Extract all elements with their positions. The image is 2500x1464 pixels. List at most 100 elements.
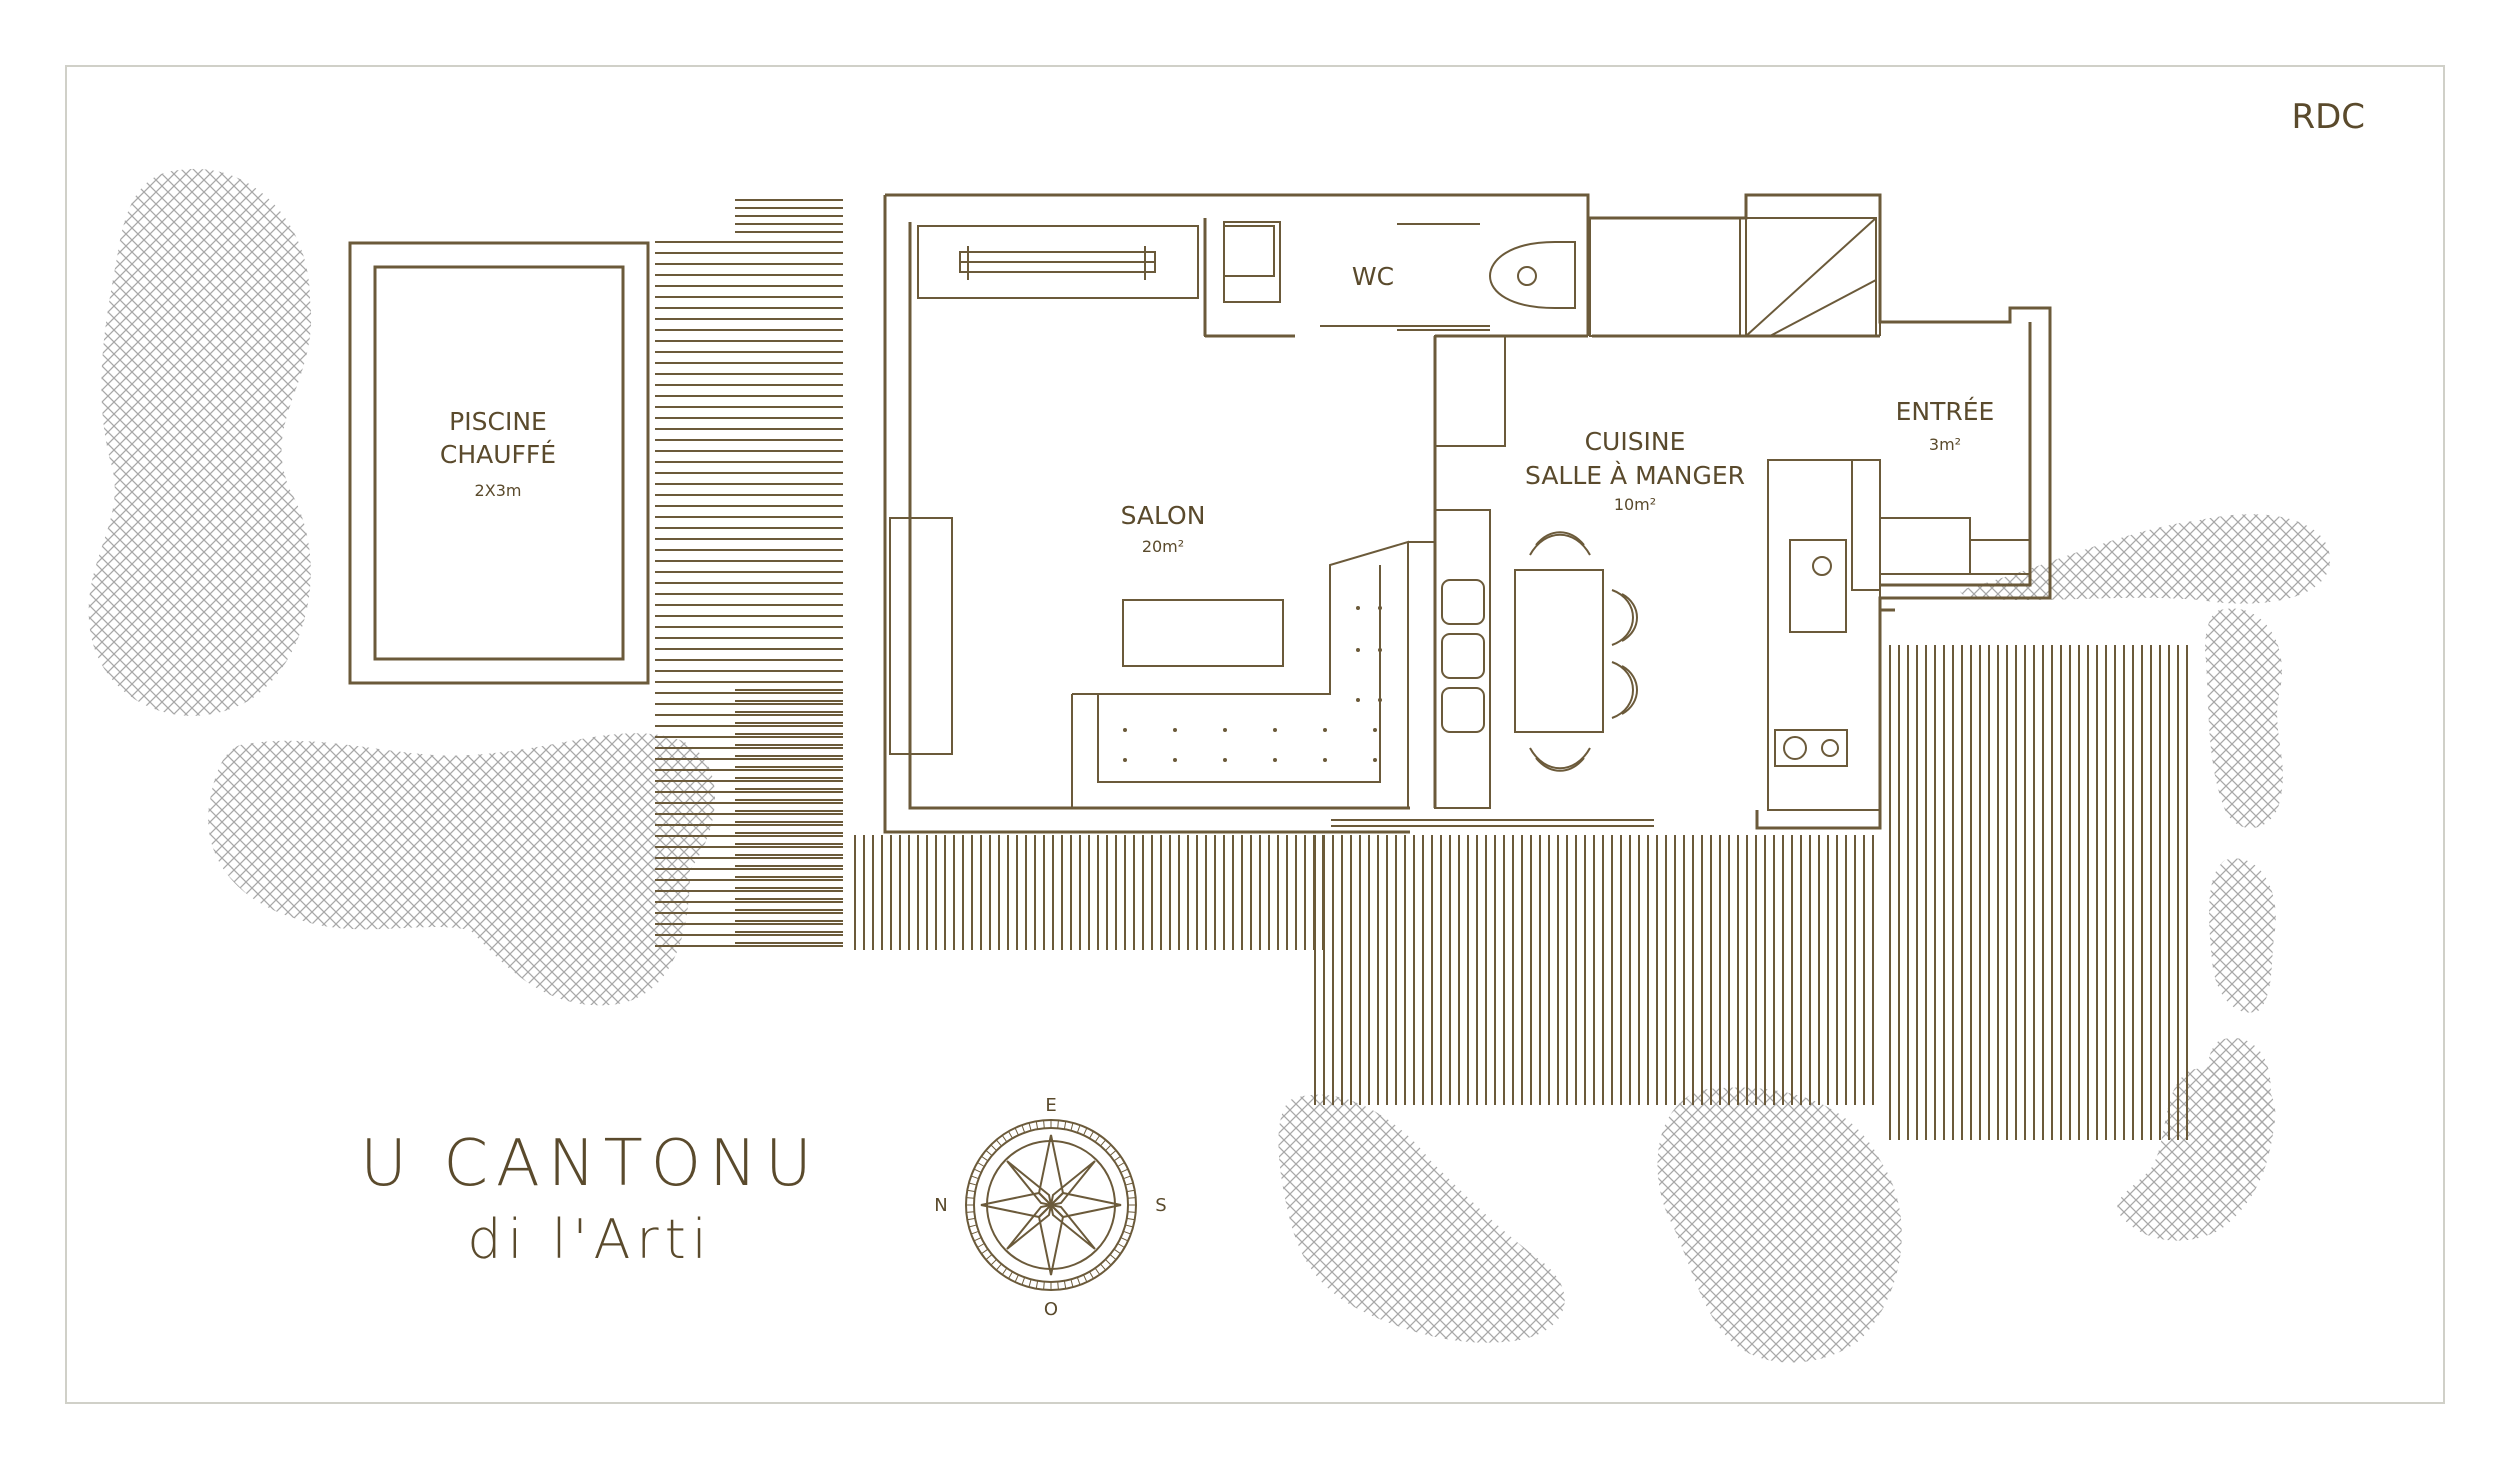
tv-cabinet	[917, 225, 1199, 299]
kitchen-furniture	[1331, 335, 1881, 827]
compass-point-south	[1049, 1191, 1122, 1219]
compass-tick	[1089, 1271, 1094, 1279]
compass-tick	[990, 1259, 997, 1266]
sofa-button-dot	[1273, 728, 1277, 732]
compass-tick	[1014, 1127, 1019, 1136]
salon-name: SALON	[1121, 501, 1206, 530]
sofa-button-dot	[1373, 758, 1377, 762]
pool-name-line1: PISCINE	[449, 407, 547, 436]
compass-tick	[1076, 1277, 1081, 1286]
vegetation-right-column-2	[2209, 858, 2276, 1013]
sofa-button-dot	[1373, 728, 1377, 732]
compass-tick	[1021, 1124, 1026, 1133]
compass-tick	[1076, 1124, 1081, 1133]
compass-tick	[1120, 1237, 1129, 1242]
vegetation-center-bottom	[1278, 1094, 1565, 1343]
entree-furniture	[1879, 517, 2031, 575]
compass-label-north: N	[934, 1195, 947, 1216]
sofa-button-dot	[1356, 648, 1360, 652]
sofa-button-dot	[1173, 758, 1177, 762]
compass-tick	[1035, 1280, 1039, 1289]
sofa-button-dot	[1123, 728, 1127, 732]
vegetation-right-top	[1960, 514, 2330, 604]
sofa-button-dot	[1173, 728, 1177, 732]
pool-area: 2X3m	[475, 481, 522, 500]
kitchen-counter	[1767, 459, 1881, 811]
deck-right-vertical	[1889, 645, 2188, 1140]
cuisine-area: 10m²	[1614, 495, 1656, 514]
compass-tick	[1094, 1267, 1101, 1275]
vegetation-lower-left	[208, 733, 715, 1006]
deck-top-strip	[735, 199, 843, 233]
compass-tick	[1113, 1155, 1121, 1162]
compass-tick	[1105, 1259, 1112, 1266]
compass-tick	[1127, 1211, 1136, 1213]
compass-tick	[1126, 1217, 1135, 1221]
room-label-pool: PISCINE CHAUFFÉ 2X3m	[440, 407, 556, 500]
compass-tick	[1100, 1139, 1107, 1147]
compass-tick	[1125, 1224, 1134, 1228]
deck-left-horizontal	[655, 241, 843, 947]
compass-point-east	[1037, 1134, 1065, 1207]
sideboard	[889, 517, 953, 755]
pool	[348, 241, 650, 685]
compass-tick	[995, 1139, 1002, 1147]
compass-tick	[968, 1224, 977, 1228]
compass-label-south: S	[1155, 1195, 1166, 1216]
compass-tick	[1113, 1248, 1121, 1255]
compass-tick	[1001, 1135, 1008, 1143]
stairs	[1589, 217, 1877, 337]
compass-tick	[1008, 1271, 1013, 1279]
brand-name-line2: di l'Arti	[467, 1208, 713, 1271]
compass-tick	[1021, 1277, 1026, 1286]
pool-name-line2: CHAUFFÉ	[440, 440, 556, 469]
sofa-button-dot	[1378, 648, 1382, 652]
compass-point-north	[980, 1191, 1053, 1219]
page-frame	[65, 65, 2445, 1404]
compass-tick	[1105, 1144, 1112, 1151]
compass-tick	[1117, 1243, 1125, 1248]
compass-tick	[1008, 1131, 1013, 1139]
sofa-button-dot	[1223, 728, 1227, 732]
compass-point-west	[1037, 1203, 1065, 1276]
compass-tick	[1120, 1168, 1129, 1173]
vegetation	[88, 168, 2330, 1363]
compass-tick	[1083, 1127, 1088, 1136]
compass-tick	[995, 1263, 1002, 1271]
compass-tick	[1057, 1120, 1059, 1129]
compass-tick	[1014, 1274, 1019, 1283]
brand-name-line1: U CANTONU	[360, 1127, 820, 1201]
compass-tick	[981, 1248, 989, 1255]
deck-bottom-vertical	[854, 835, 1874, 1105]
compass-tick	[1126, 1189, 1135, 1193]
sofa-button-dot	[1223, 758, 1227, 762]
compass-tick	[985, 1149, 993, 1156]
floor-label: RDC	[2291, 97, 2365, 137]
compass-tick	[967, 1189, 976, 1193]
salon-furniture	[889, 225, 1435, 809]
compass-label-west: O	[1044, 1299, 1058, 1320]
compass-tick	[1117, 1162, 1125, 1167]
compass-label-east: E	[1045, 1095, 1056, 1116]
vegetation-right-column	[2205, 608, 2283, 829]
compass-tick	[1035, 1121, 1039, 1130]
sofa-button-dot	[1323, 758, 1327, 762]
compass-tick	[990, 1144, 997, 1151]
compass-tick	[1123, 1230, 1132, 1235]
sofa-button-dot	[1323, 728, 1327, 732]
compass-tick	[1100, 1263, 1107, 1271]
wc-room	[1204, 221, 1576, 337]
entree-area: 3m²	[1929, 435, 1961, 454]
sink	[1789, 539, 1847, 633]
compass-tick	[1094, 1135, 1101, 1143]
cuisine-name-line1: CUISINE	[1585, 427, 1686, 456]
vegetation-right-bottom	[2117, 1067, 2276, 1241]
compass-tick	[1125, 1182, 1134, 1186]
sofa-button-dot	[1123, 758, 1127, 762]
sofa-button-dot	[1356, 698, 1360, 702]
compass-tick	[1043, 1281, 1045, 1290]
compass-tick	[1070, 1279, 1074, 1288]
coffee-table	[1122, 599, 1284, 667]
compass-tick	[1057, 1281, 1059, 1290]
